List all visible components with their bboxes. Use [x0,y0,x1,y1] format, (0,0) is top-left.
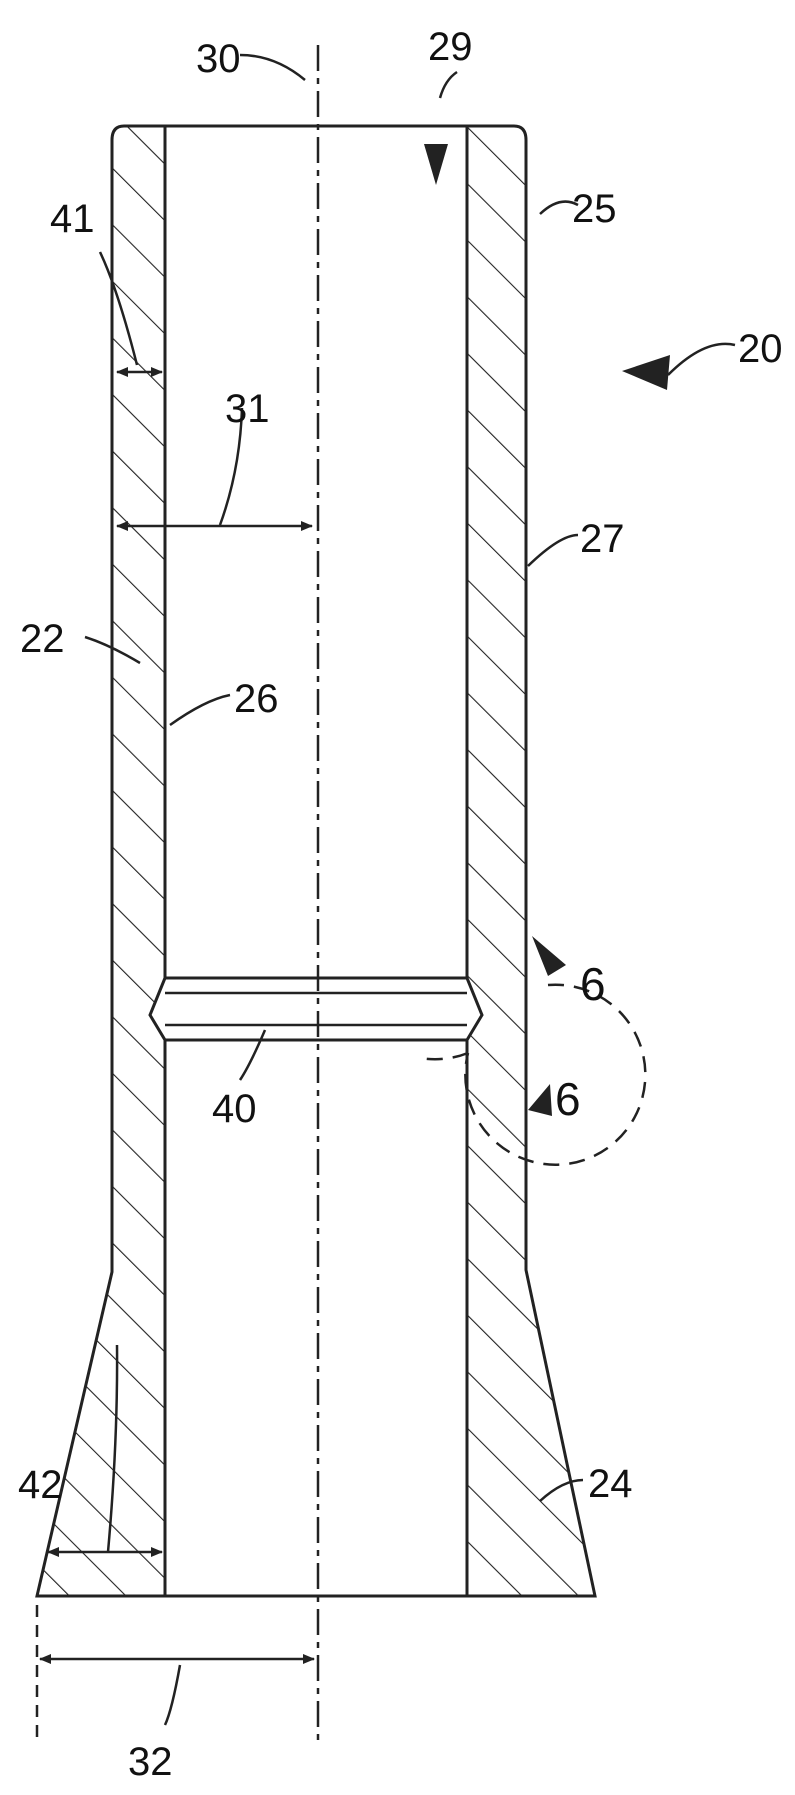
section-label-6-lower: 6 [555,1073,581,1125]
label-24: 24 [588,1462,633,1506]
right-wall [467,126,595,1596]
label-31: 31 [225,387,270,431]
section-arrow-lower [528,1084,552,1116]
leader-lines [85,55,735,1725]
label-32: 32 [128,1740,173,1784]
section-arrow-upper [532,936,566,976]
label-30: 30 [196,37,241,81]
left-wall [37,126,165,1596]
label-40: 40 [212,1087,257,1131]
inner-groove [150,978,482,1040]
section-label-6-upper: 6 [580,958,606,1010]
label-42: 42 [18,1463,63,1507]
label-27: 27 [580,517,625,561]
assembly-arrow-20 [622,355,670,390]
label-25: 25 [572,187,617,231]
label-41: 41 [50,197,95,241]
label-26: 26 [234,677,279,721]
label-22: 22 [20,617,65,661]
label-20: 20 [738,327,783,371]
label-29: 29 [428,25,473,69]
opening-arrow-29 [424,144,448,185]
